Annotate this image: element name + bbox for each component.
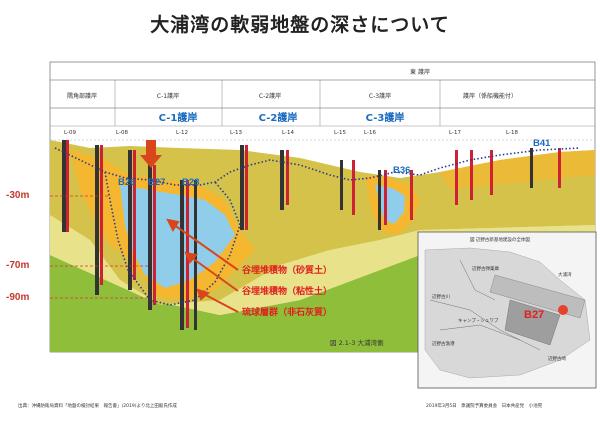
borehole-label: L-08 xyxy=(116,130,128,136)
depth-label-30m: -30m xyxy=(6,190,30,201)
zone-label-c1: C-1護岸 xyxy=(159,111,198,124)
bore-point-b26: B26 xyxy=(118,177,135,188)
inset-title: 図 辺野古新基地建設の全体図 xyxy=(470,236,530,243)
legend-ryukyu: 琉球層群（非石灰質） xyxy=(242,306,332,318)
soft-ground-boundary xyxy=(54,147,581,186)
zone-label-c3: C-3護岸 xyxy=(366,111,405,124)
lower-green-layer xyxy=(50,255,420,352)
header-zone-1: 隅角部護岸 xyxy=(67,92,97,100)
borehole-label: L-15 xyxy=(334,130,346,136)
borehole-label: L-18 xyxy=(506,130,518,136)
header-zone-5: 護岸（係船機能付） xyxy=(463,92,517,100)
borehole-label: L-09 xyxy=(64,130,76,136)
bore-point-b28: B28 xyxy=(182,177,199,188)
bore-point-b36: B36 xyxy=(393,165,410,176)
page-title: 大浦湾の軟弱地盤の深さについて xyxy=(150,14,450,36)
footer-source: 出典：沖縄防衛局資料「地盤の検討結果 報告書」(2019)より北上田毅氏作成 xyxy=(18,404,177,409)
inset-map: 図 辺野古新基地建設の全体図 大浦湾 辺野古崎 キャンプ・シュワブ 辺野古弾薬庫… xyxy=(417,231,597,389)
inset-land xyxy=(424,247,591,379)
inset-reclaim xyxy=(504,299,561,346)
borehole-label: L-12 xyxy=(176,130,188,136)
valley-boundary xyxy=(104,171,241,306)
borehole-label: L-17 xyxy=(449,130,461,136)
inset-place: 辺野古川 xyxy=(432,293,450,300)
inset-place: 辺野古崎 xyxy=(548,355,566,362)
legend-clay: 谷埋堆積物（粘性土） xyxy=(242,285,332,297)
depth-label-70m: -70m xyxy=(6,260,30,271)
legend-sand: 谷埋堆積物（砂質土） xyxy=(242,264,332,276)
borehole-label: L-14 xyxy=(282,130,294,136)
figure-caption: 図 2.1-3 大浦湾側 xyxy=(330,338,384,347)
b27-arrow-icon xyxy=(140,140,162,168)
header-top-label: 東 護岸 xyxy=(410,68,430,76)
inset-place: 辺野古弾薬庫 xyxy=(472,265,499,272)
footer-credit: 2019年3月5日 衆議院予算委員会 日本共産党 小池晃 xyxy=(426,404,543,409)
inset-marker-label: B27 xyxy=(524,309,544,321)
bore-point-b41: B41 xyxy=(533,138,551,149)
header-zone-3: C-2護岸 xyxy=(259,92,281,100)
c3-valley-clay xyxy=(375,185,405,224)
inset-place: 大浦湾 xyxy=(558,271,572,278)
inset-place: キャンプ・シュワブ xyxy=(458,317,499,324)
depth-label-90m: -90m xyxy=(6,292,30,303)
zone-label-c2: C-2護岸 xyxy=(259,111,298,124)
b27-location-marker-icon xyxy=(558,305,568,315)
borehole-label: L-16 xyxy=(364,130,376,136)
inset-place: 辺野古漁港 xyxy=(432,340,455,347)
borehole-label: L-13 xyxy=(230,130,242,136)
bore-point-b27: B27 xyxy=(148,177,165,188)
borehole-columns xyxy=(62,140,561,330)
header-zone-2: C-1護岸 xyxy=(157,92,179,100)
upper-right-band xyxy=(440,150,595,190)
header-zone-4: C-3護岸 xyxy=(369,92,391,100)
